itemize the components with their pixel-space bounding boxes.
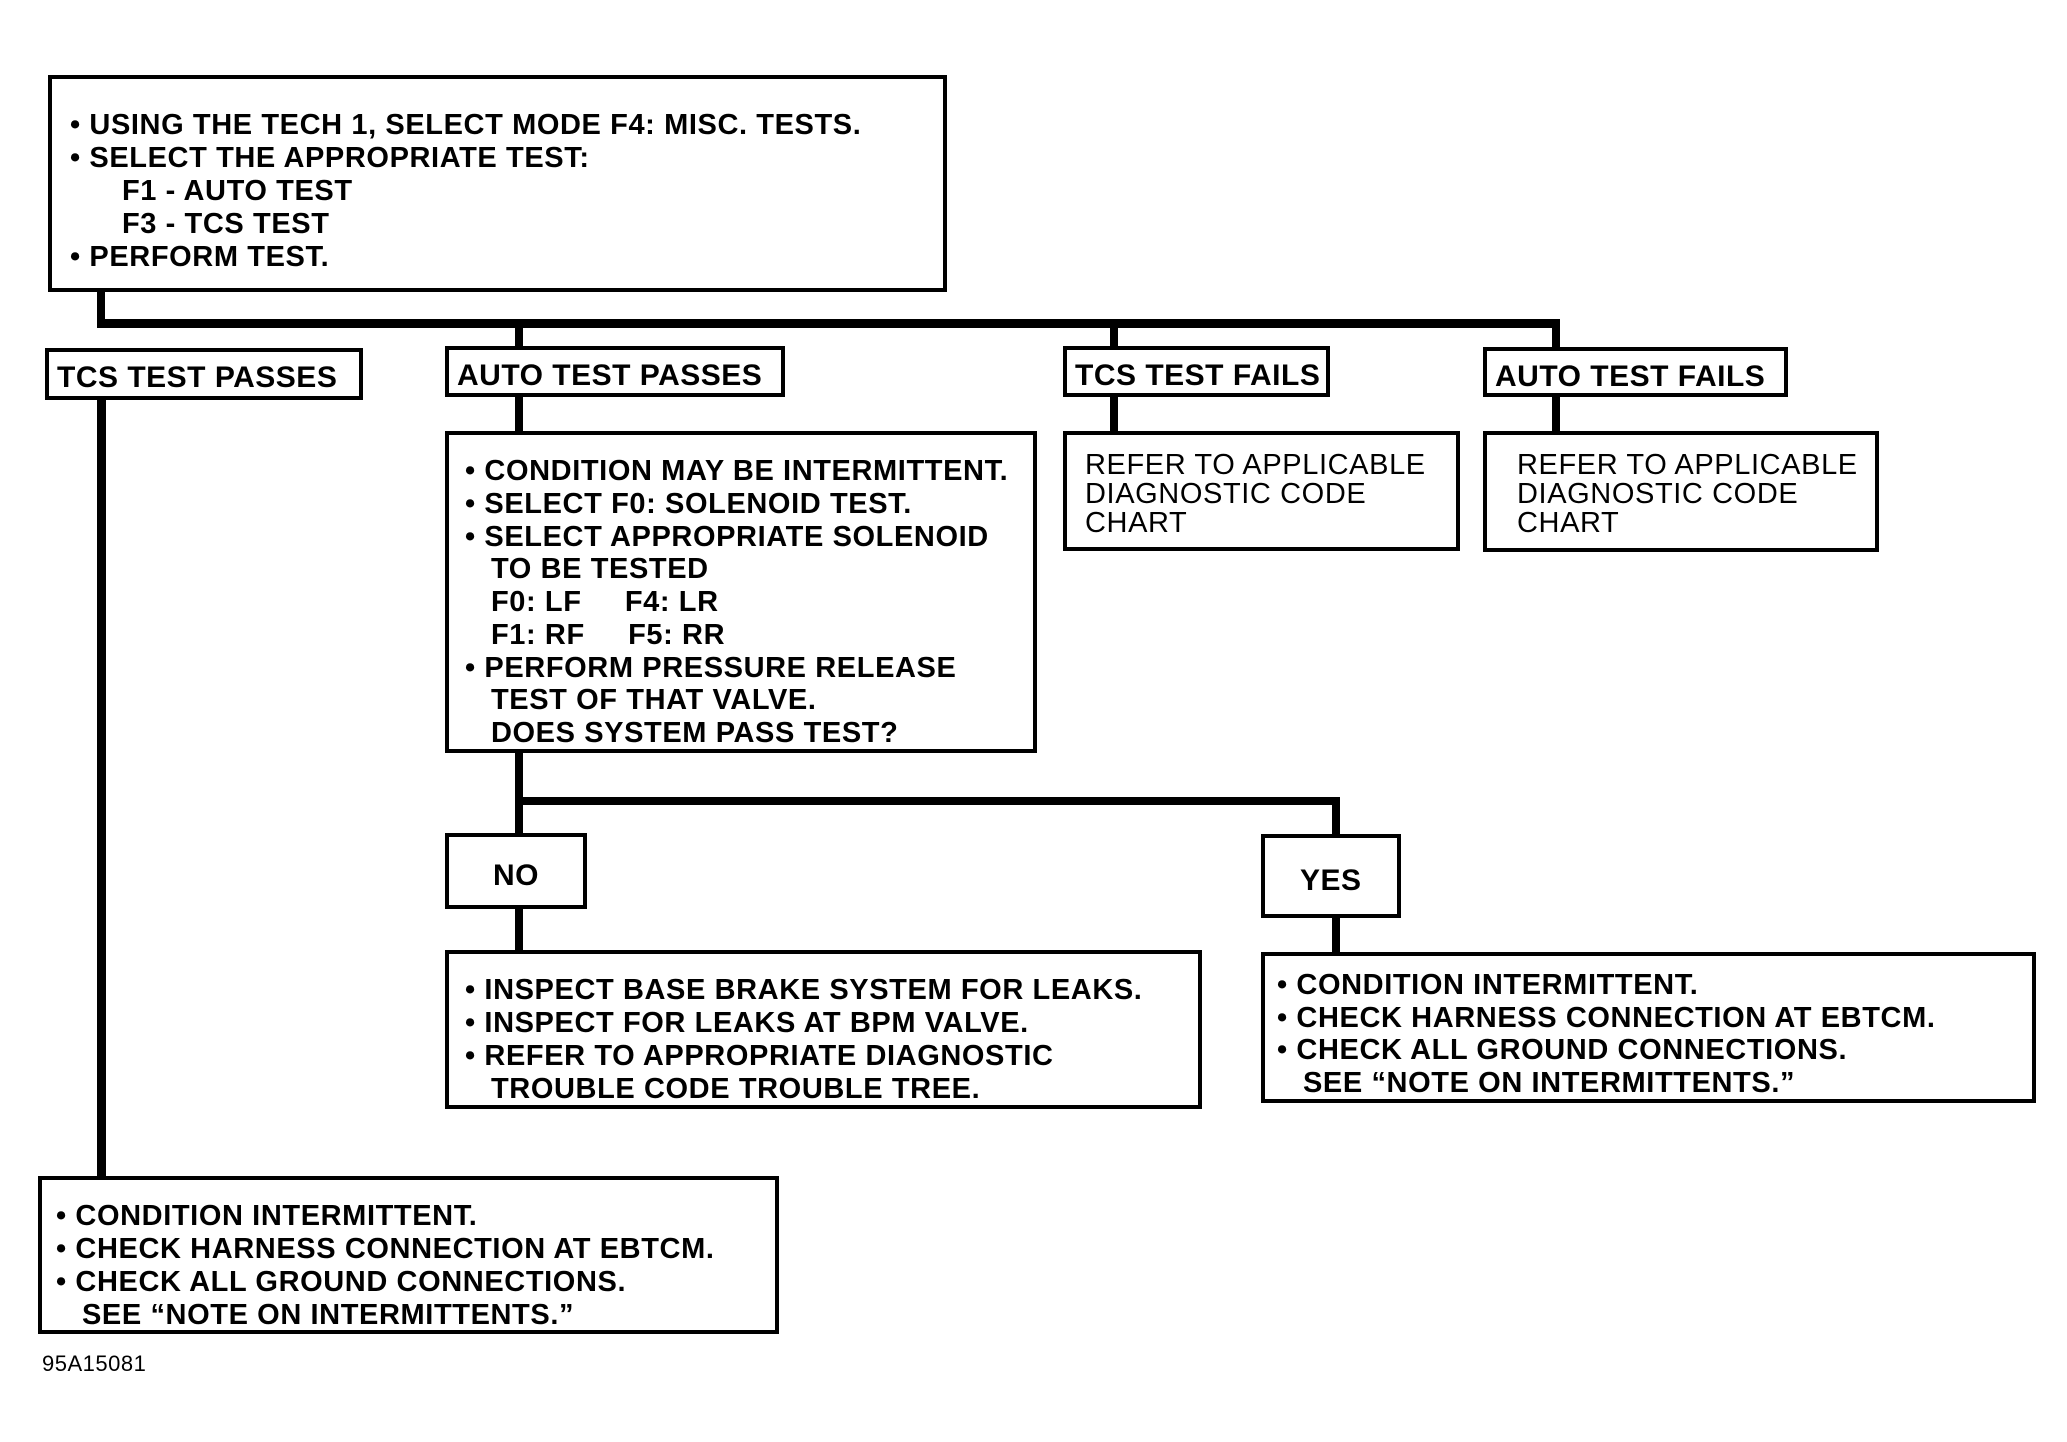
procedure-line: • SELECT APPROPRIATE SOLENOID: [465, 521, 989, 553]
connector-auto-pass-to-box: [515, 394, 523, 434]
instruction-line: • SELECT THE APPROPRIATE TEST:: [70, 142, 590, 174]
tcs-test-passes-label: TCS TEST PASSES: [45, 348, 363, 400]
connector-yes-to-box: [1332, 914, 1340, 952]
start-instructions-box: • USING THE TECH 1, SELECT MODE F4: MISC…: [48, 75, 947, 292]
connector-auto-fail-to-box: [1552, 394, 1560, 434]
no-result-box: • INSPECT BASE BRAKE SYSTEM FOR LEAKS. •…: [445, 950, 1202, 1109]
refer-line: REFER TO APPLICABLE: [1517, 449, 1858, 481]
connector-auto-fail-drop: [1552, 319, 1560, 351]
tcs-test-fails-label: TCS TEST FAILS: [1063, 346, 1330, 397]
decision-no-box: NO: [445, 833, 587, 909]
result-line: • REFER TO APPROPRIATE DIAGNOSTIC: [465, 1040, 1054, 1072]
decision-yes-box: YES: [1261, 834, 1401, 918]
procedure-line: TEST OF THAT VALVE.: [465, 684, 817, 716]
result-line: • CHECK HARNESS CONNECTION AT EBTCM.: [56, 1233, 715, 1265]
procedure-line: TO BE TESTED: [465, 553, 709, 585]
instruction-line: • USING THE TECH 1, SELECT MODE F4: MISC…: [70, 109, 862, 141]
connector-top-trunk: [97, 292, 105, 322]
connector-no-to-box: [515, 905, 523, 953]
result-line: • INSPECT BASE BRAKE SYSTEM FOR LEAKS.: [465, 974, 1143, 1006]
result-line: • CONDITION INTERMITTENT.: [1277, 969, 1699, 1001]
yes-result-box: • CONDITION INTERMITTENT. • CHECK HARNES…: [1261, 952, 2036, 1103]
result-line: • CHECK ALL GROUND CONNECTIONS.: [1277, 1034, 1848, 1066]
procedure-line: F1: RF F5: RR: [465, 619, 726, 651]
result-line: SEE “NOTE ON INTERMITTENTS.”: [56, 1299, 575, 1331]
connector-question-trunk: [515, 749, 523, 835]
result-line: • CHECK ALL GROUND CONNECTIONS.: [56, 1266, 627, 1298]
refer-line: DIAGNOSTIC CODE: [1517, 478, 1799, 510]
result-line: • CONDITION INTERMITTENT.: [56, 1200, 478, 1232]
figure-id: 95A15081: [42, 1351, 147, 1376]
result-line: • INSPECT FOR LEAKS AT BPM VALVE.: [465, 1007, 1029, 1039]
refer-line: REFER TO APPLICABLE: [1085, 449, 1426, 481]
procedure-line: • PERFORM PRESSURE RELEASE: [465, 652, 957, 684]
auto-fail-refer-box: REFER TO APPLICABLE DIAGNOSTIC CODE CHAR…: [1483, 431, 1879, 552]
procedure-line: • SELECT F0: SOLENOID TEST.: [465, 488, 912, 520]
instruction-line: • PERFORM TEST.: [70, 241, 330, 273]
refer-line: CHART: [1085, 507, 1188, 539]
tcs-test-passes-text: TCS TEST PASSES: [57, 361, 338, 394]
connector-decision-bus: [515, 797, 1340, 805]
decision-yes-text: YES: [1300, 864, 1362, 897]
result-line: TROUBLE CODE TROUBLE TREE.: [465, 1073, 981, 1105]
tcs-test-fails-text: TCS TEST FAILS: [1075, 359, 1321, 392]
connector-branch-bus: [97, 319, 1560, 328]
connector-tcs-fail-to-box: [1110, 394, 1118, 434]
tcs-pass-result-box: • CONDITION INTERMITTENT. • CHECK HARNES…: [38, 1176, 779, 1334]
connector-auto-pass-drop: [515, 319, 523, 351]
connector-yes-drop: [1332, 797, 1340, 837]
decision-no-text: NO: [493, 859, 539, 892]
connector-tcs-fail-drop: [1110, 319, 1118, 351]
tcs-fail-refer-box: REFER TO APPLICABLE DIAGNOSTIC CODE CHAR…: [1063, 431, 1460, 551]
auto-test-fails-text: AUTO TEST FAILS: [1495, 360, 1766, 393]
connector-tcs-pass-trunk: [97, 398, 106, 1180]
procedure-line: DOES SYSTEM PASS TEST?: [465, 717, 899, 749]
auto-test-passes-label: AUTO TEST PASSES: [445, 346, 785, 397]
auto-test-fails-label: AUTO TEST FAILS: [1483, 347, 1788, 397]
procedure-line: • CONDITION MAY BE INTERMITTENT.: [465, 455, 1009, 487]
auto-test-passes-text: AUTO TEST PASSES: [457, 359, 763, 392]
auto-pass-procedure-box: • CONDITION MAY BE INTERMITTENT. • SELEC…: [445, 431, 1037, 753]
instruction-line: F3 - TCS TEST: [70, 208, 330, 240]
result-line: • CHECK HARNESS CONNECTION AT EBTCM.: [1277, 1002, 1936, 1034]
result-line: SEE “NOTE ON INTERMITTENTS.”: [1277, 1067, 1796, 1099]
instruction-line: F1 - AUTO TEST: [70, 175, 353, 207]
refer-line: DIAGNOSTIC CODE: [1085, 478, 1367, 510]
refer-line: CHART: [1517, 507, 1620, 539]
procedure-line: F0: LF F4: LR: [465, 586, 719, 618]
